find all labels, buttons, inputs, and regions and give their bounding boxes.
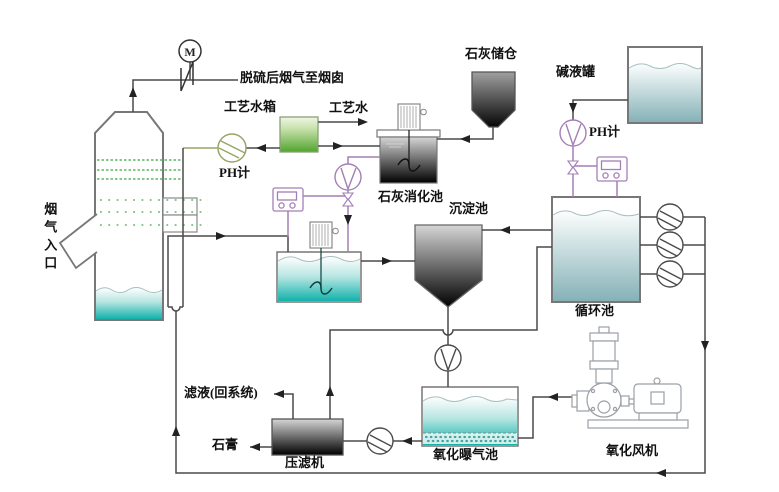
lime-feed-pipe (437, 127, 494, 140)
tower-platform-lower (162, 214, 198, 233)
arrow-alkali-suction (569, 103, 577, 113)
label-flue-gas-inlet: 烟气入口 (42, 202, 58, 274)
ph-meter-pump-1 (217, 133, 247, 163)
underflow-pump (434, 344, 462, 372)
label-ph-meter-circulation: PH计 (589, 124, 621, 139)
arrow-circ-to-settler (500, 226, 510, 234)
arrow-filtrate-up (326, 386, 334, 396)
oxidation-aeration-tank (421, 386, 519, 447)
clean-gas-pipe (132, 79, 238, 112)
arrow-to-press (402, 437, 412, 445)
alkali-suction-pipe (572, 99, 628, 120)
arrow-to-slaker (333, 142, 343, 150)
alkali-tank (627, 46, 703, 124)
label-oxidation-aeration-tank: 氧化曝气池 (433, 447, 499, 462)
label-process-water: 工艺水 (329, 100, 369, 115)
aeration-diffusers (423, 432, 517, 444)
sedimentation-tank (414, 224, 483, 308)
filter-press (271, 418, 344, 456)
flue-gas-duct (58, 213, 98, 270)
oxidation-blower (571, 326, 689, 429)
arrow-recirc-left (656, 469, 666, 477)
circulation-pump-3 (656, 260, 684, 288)
arrow-gypsum (250, 443, 260, 451)
tower-to-slurry-tank-pipe (167, 235, 289, 307)
circulation-pump-1 (656, 203, 684, 231)
arrow-up-stack (129, 87, 137, 97)
label-oxidation-blower: 氧化风机 (606, 443, 659, 458)
ph-controller-2 (596, 156, 628, 182)
arrow-slurry-to-settler (382, 257, 392, 265)
label-sedimentation-tank: 沉淀池 (449, 201, 489, 216)
ph-controller-1 (272, 187, 304, 212)
slaker-suction-pipe (347, 156, 380, 165)
label-gypsum: 石膏 (212, 437, 239, 452)
alkali-dosing-pump (559, 119, 587, 147)
press-feed-pump (366, 427, 394, 455)
slurry-tank (276, 251, 362, 303)
label-stack-outlet: 脱硫后烟气至烟囱 (240, 70, 345, 85)
circulation-tank (551, 196, 641, 303)
circulation-pump-stubs (640, 216, 705, 275)
arrow-process-water (358, 118, 368, 126)
lime-silo (471, 71, 516, 128)
label-lime-slaking-tank: 石灰消化池 (378, 189, 444, 204)
slurry-valve (341, 192, 355, 207)
stack-motor: M (178, 39, 202, 63)
slurry-agitator (309, 221, 339, 295)
arrow-tower-to-slurry (216, 232, 226, 240)
arrow-lime-feed (460, 135, 470, 143)
motor-letter: M (184, 45, 195, 59)
process-water-tank (279, 116, 319, 153)
oxidation-air-pipe (518, 396, 578, 439)
arrow-filtrate-return (274, 390, 284, 398)
label-lime-silo: 石灰储仓 (465, 46, 518, 61)
arrow-to-ph-pump (256, 144, 266, 152)
arrow-recirc-up (172, 426, 180, 436)
arrow-oxidation-air (548, 393, 558, 401)
label-circulation-tank: 循环池 (575, 303, 615, 318)
spray-layers (97, 159, 208, 226)
absorber-tower (94, 111, 198, 321)
circulation-pump-2 (656, 231, 684, 259)
arrow-recirc-down (701, 341, 709, 351)
label-process-water-tank: 工艺水箱 (224, 99, 277, 114)
tower-bottom-loop (168, 306, 183, 312)
slaker-agitator (397, 103, 427, 172)
slurry-transfer-pump (334, 163, 362, 191)
label-filter-press: 压滤机 (285, 455, 325, 470)
filtrate-to-circulation-pipe (329, 246, 552, 419)
stack-damper-valve (180, 61, 194, 92)
alkali-valve (566, 160, 580, 175)
label-alkali-tank: 碱液罐 (556, 64, 596, 79)
label-filtrate-return: 滤液(回系统) (184, 385, 258, 400)
arrow-slurry-dosing (344, 215, 352, 225)
label-ph-meter-absorber: PH计 (219, 165, 251, 180)
flow-arrows (129, 87, 709, 477)
